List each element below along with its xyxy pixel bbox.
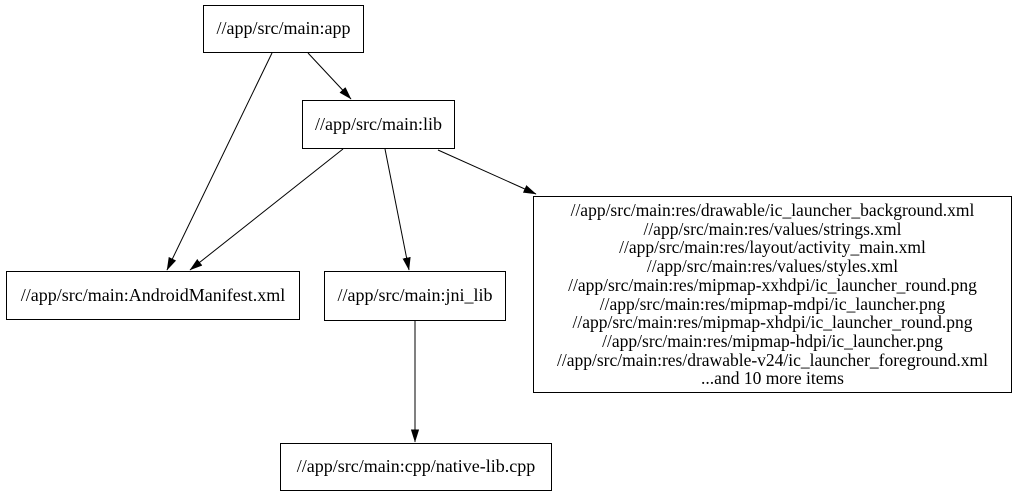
node-jni-lib: //app/src/main:jni_lib xyxy=(324,271,506,321)
resources-line: //app/src/main:res/mipmap-hdpi/ic_launch… xyxy=(602,330,943,351)
resources-line: //app/src/main:res/values/styles.xml xyxy=(646,256,899,277)
resources-line: //app/src/main:res/drawable/ic_launcher_… xyxy=(570,199,975,220)
resources-line: //app/src/main:res/mipmap-xxhdpi/ic_laun… xyxy=(568,274,977,295)
resources-line: //app/src/main:res/layout/activity_main.… xyxy=(619,237,926,258)
node-android-manifest-label: //app/src/main:AndroidManifest.xml xyxy=(20,284,286,305)
edge-app-to-manifest xyxy=(166,52,273,271)
node-resources-group: //app/src/main:res/drawable/ic_launcher_… xyxy=(533,196,1012,393)
resources-line: //app/src/main:res/mipmap-xhdpi/ic_launc… xyxy=(572,312,973,333)
edge-lib-to-manifest xyxy=(189,148,344,271)
node-android-manifest: //app/src/main:AndroidManifest.xml xyxy=(6,271,300,320)
node-native-cpp-label: //app/src/main:cpp/native-lib.cpp xyxy=(296,456,536,477)
edge-app-to-lib xyxy=(307,52,352,100)
node-native-cpp: //app/src/main:cpp/native-lib.cpp xyxy=(280,443,552,491)
node-lib-label: //app/src/main:lib xyxy=(315,113,442,134)
resources-line: //app/src/main:res/values/strings.xml xyxy=(643,218,902,239)
resources-line: //app/src/main:res/drawable-v24/ic_launc… xyxy=(556,349,989,370)
node-lib: //app/src/main:lib xyxy=(302,100,455,149)
resources-line: //app/src/main:res/mipmap-mdpi/ic_launch… xyxy=(599,293,946,314)
node-app-label: //app/src/main:app xyxy=(216,18,351,39)
node-jni-lib-label: //app/src/main:jni_lib xyxy=(337,285,493,306)
node-app: //app/src/main:app xyxy=(203,5,364,53)
edge-lib-to-jni-lib xyxy=(384,148,411,271)
edge-lib-to-resources xyxy=(437,149,537,195)
resources-more-items: ...and 10 more items xyxy=(701,368,844,389)
